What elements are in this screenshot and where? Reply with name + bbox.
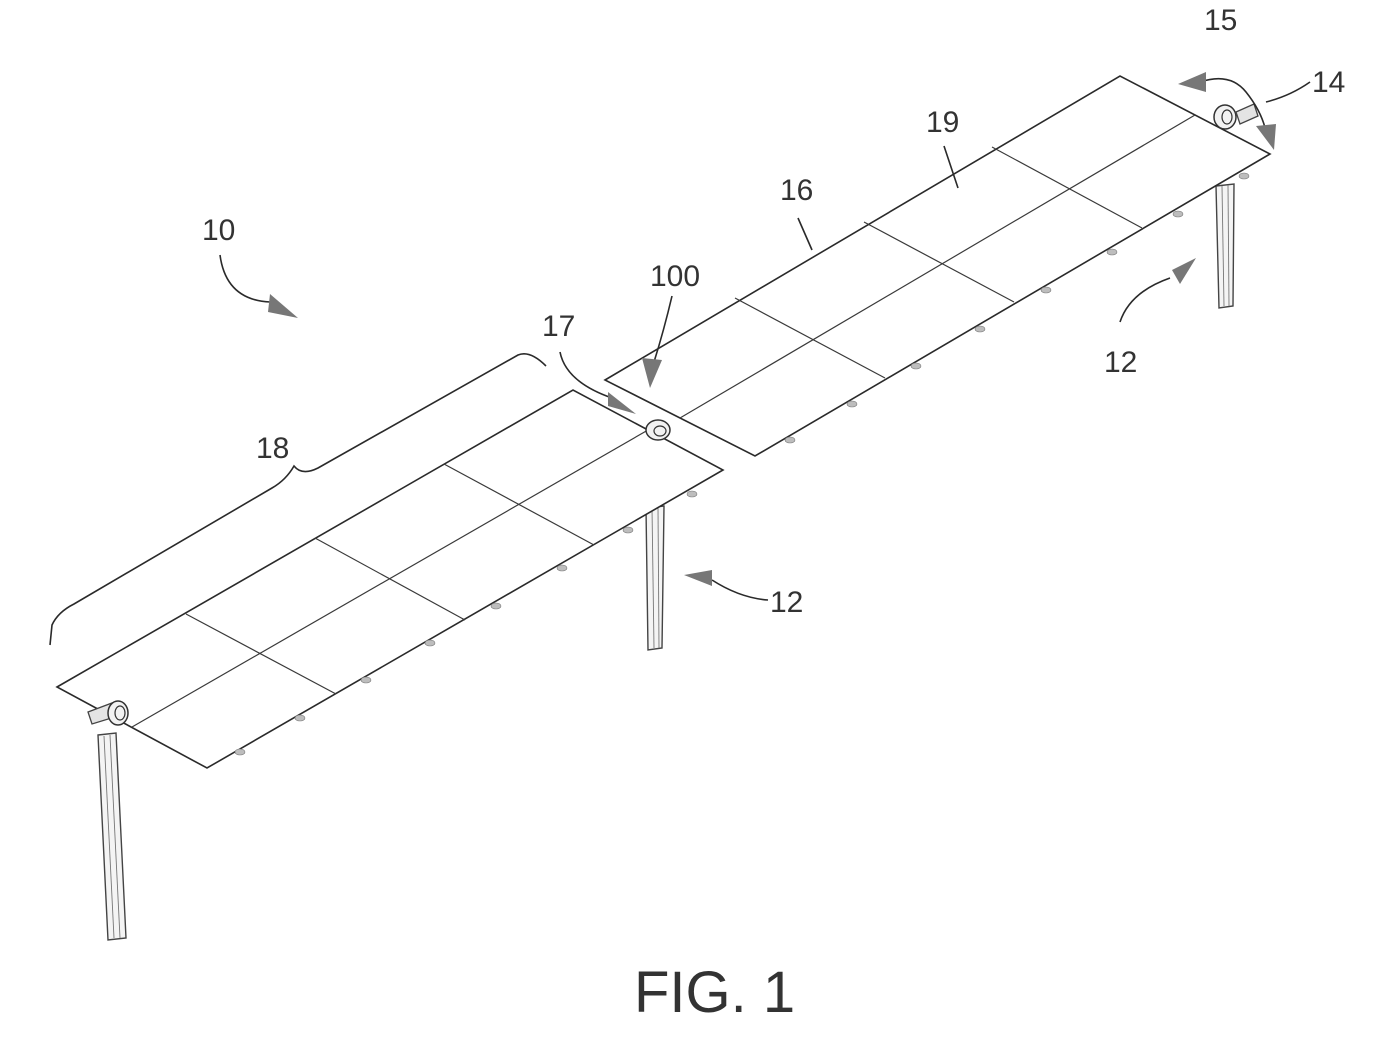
label-12-right: 12: [1104, 346, 1137, 379]
arrowhead-12-middle: [684, 570, 712, 586]
label-19: 19: [926, 106, 959, 139]
label-18: 18: [256, 432, 289, 465]
rotation-arrow-15-bottom: [1256, 124, 1276, 150]
label-12-middle: 12: [770, 586, 803, 619]
arrowhead-10: [268, 294, 298, 318]
rotation-arrow-15-top: [1178, 72, 1206, 92]
arrowhead-12-right: [1172, 258, 1196, 284]
leader-12-right: [1120, 278, 1170, 322]
left-panel-array: [57, 390, 723, 768]
label-10: 10: [202, 214, 235, 247]
leader-16: [798, 218, 812, 250]
left-end-post: [98, 733, 126, 940]
middle-post: [646, 506, 664, 650]
right-end-drive: [1214, 104, 1258, 129]
label-16: 16: [780, 174, 813, 207]
right-end-post: [1216, 184, 1234, 308]
leader-14: [1266, 82, 1310, 102]
label-17: 17: [542, 310, 575, 343]
label-14: 14: [1312, 66, 1345, 99]
center-bearing: [646, 420, 670, 440]
figure-caption: FIG. 1: [634, 960, 795, 1025]
leader-10: [220, 255, 270, 302]
leader-17: [560, 352, 612, 398]
leader-12-middle: [712, 580, 768, 600]
label-15: 15: [1204, 4, 1237, 37]
label-100: 100: [650, 260, 700, 293]
